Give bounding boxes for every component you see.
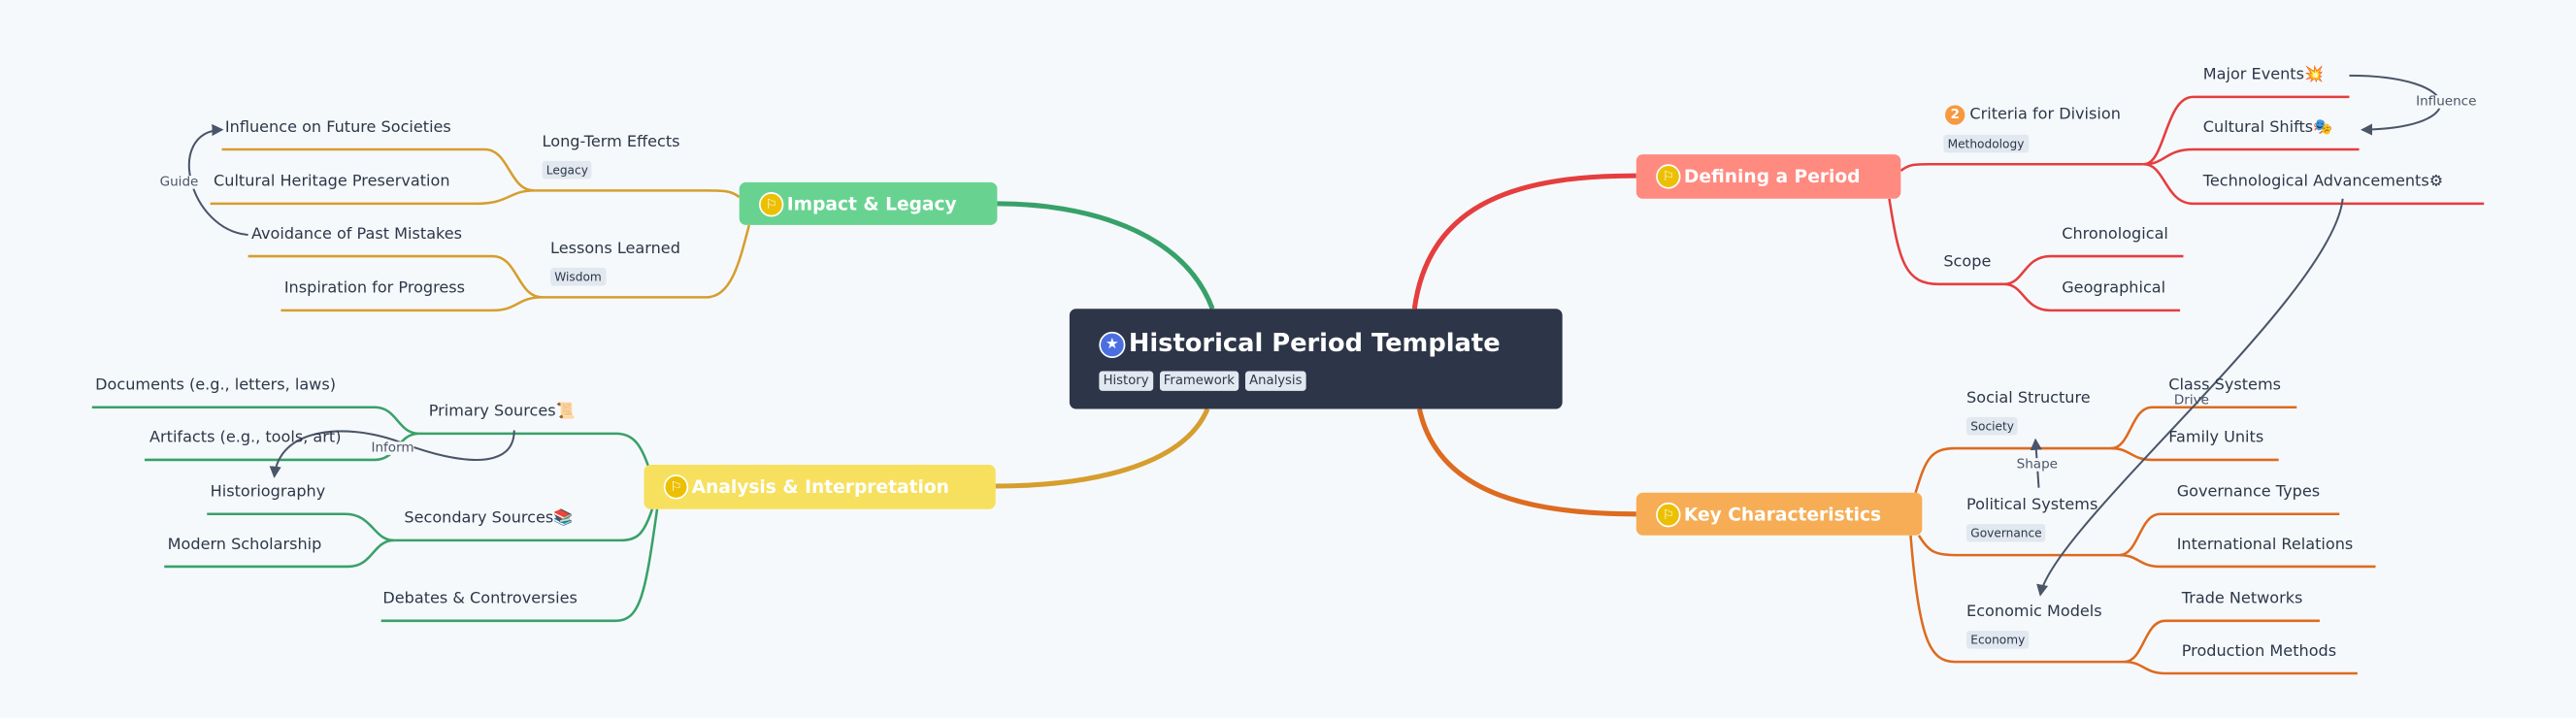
defining-lines [1888, 95, 2485, 312]
node-primary-sources[interactable]: Primary Sources📜 [428, 403, 576, 421]
root-title: Historical Period Template [1128, 328, 1501, 358]
node-major-events[interactable]: Major Events💥 [2202, 66, 2324, 84]
branch-label: Analysis & Interpretation [691, 475, 949, 498]
node-trade-networks[interactable]: Trade Networks [2181, 590, 2303, 608]
analysis-lines [91, 406, 659, 623]
node-tag: Wisdom [550, 267, 606, 286]
node-tag: Economy [1966, 630, 2030, 649]
root-node[interactable]: ★ Historical Period Template History Fra… [1069, 309, 1563, 409]
relation-shape-label: Shape [2016, 456, 2059, 472]
key-lines [1909, 406, 2376, 675]
node-international-relations[interactable]: International Relations [2176, 536, 2354, 554]
flag-icon: ⚐ [758, 191, 784, 216]
node-governance-types[interactable]: Governance Types [2176, 483, 2321, 502]
node-economic-models[interactable]: Economic Models [1966, 603, 2102, 622]
root-tag: Analysis [1244, 371, 1306, 391]
node-tag: Governance [1966, 523, 2046, 542]
branch-label: Impact & Legacy [786, 192, 957, 214]
relation-guide-label: Guide [159, 174, 199, 189]
branch-label: Key Characteristics [1683, 503, 1882, 525]
relation-drive-line [2036, 198, 2344, 597]
node-modern-scholarship[interactable]: Modern Scholarship [167, 536, 322, 554]
node-geographical[interactable]: Geographical [2062, 279, 2166, 298]
node-tag: Methodology [1943, 134, 2029, 153]
flag-icon: ⚐ [663, 474, 689, 500]
node-chronological[interactable]: Chronological [2062, 225, 2168, 244]
impact-lines [210, 147, 751, 312]
star-icon: ★ [1099, 331, 1126, 358]
node-production-methods[interactable]: Production Methods [2181, 642, 2337, 661]
node-tag: Society [1966, 416, 2019, 436]
node-lessons-learned[interactable]: Lessons Learned [550, 240, 680, 259]
root-tag: History [1099, 371, 1153, 391]
node-influence-on-future-societies[interactable]: Influence on Future Societies [224, 118, 451, 137]
node-historiography[interactable]: Historiography [210, 483, 326, 502]
node-inspiration-for-progress[interactable]: Inspiration for Progress [283, 279, 466, 298]
node-criteria-for-division[interactable]: Criteria for Division [1969, 105, 2121, 124]
branch-label: Defining a Period [1683, 165, 1861, 187]
relation-influence-label: Influence [2416, 93, 2477, 109]
node-secondary-sources[interactable]: Secondary Sources📚 [404, 509, 574, 528]
connector-key [1416, 408, 1636, 517]
node-debates-controversies[interactable]: Debates & Controversies [382, 590, 578, 608]
node-avoidance-of-past-mistakes[interactable]: Avoidance of Past Mistakes [250, 225, 463, 244]
branch-defining-a-period[interactable]: ⚐Defining a Period [1635, 154, 1901, 199]
node-artifacts[interactable]: Artifacts (e.g., tools, art) [149, 429, 342, 447]
branch-key-characteristics[interactable]: ⚐Key Characteristics [1635, 492, 1923, 536]
node-long-term-effects[interactable]: Long-Term Effects [542, 133, 680, 152]
relation-drive-label: Drive [2173, 392, 2209, 408]
node-tag: Legacy [542, 160, 593, 180]
node-family-units[interactable]: Family Units [2168, 429, 2264, 447]
branch-analysis-interpretation[interactable]: ⚐Analysis & Interpretation [644, 465, 996, 509]
priority-badge: 2 [1945, 105, 1965, 125]
node-class-systems[interactable]: Class Systems [2168, 376, 2281, 395]
node-scope[interactable]: Scope [1943, 253, 1992, 272]
node-documents[interactable]: Documents (e.g., letters, laws) [95, 376, 336, 395]
branch-impact-legacy[interactable]: ⚐Impact & Legacy [739, 181, 998, 225]
flag-icon: ⚐ [1656, 164, 1681, 189]
connector-analysis [995, 408, 1210, 489]
node-political-systems[interactable]: Political Systems [1966, 496, 2098, 515]
connector-impact [997, 201, 1215, 310]
node-technological-advancements[interactable]: Technological Advancements⚙ [2202, 173, 2444, 191]
relation-inform-line [269, 430, 515, 478]
root-tag: Framework [1159, 371, 1239, 391]
node-cultural-heritage-preservation[interactable]: Cultural Heritage Preservation [214, 173, 450, 191]
flag-icon: ⚐ [1656, 502, 1681, 527]
relation-inform-label: Inform [371, 440, 414, 455]
connector-defining [1411, 173, 1636, 310]
node-cultural-shifts[interactable]: Cultural Shifts🎭 [2202, 118, 2333, 137]
node-social-structure[interactable]: Social Structure [1966, 389, 2091, 408]
